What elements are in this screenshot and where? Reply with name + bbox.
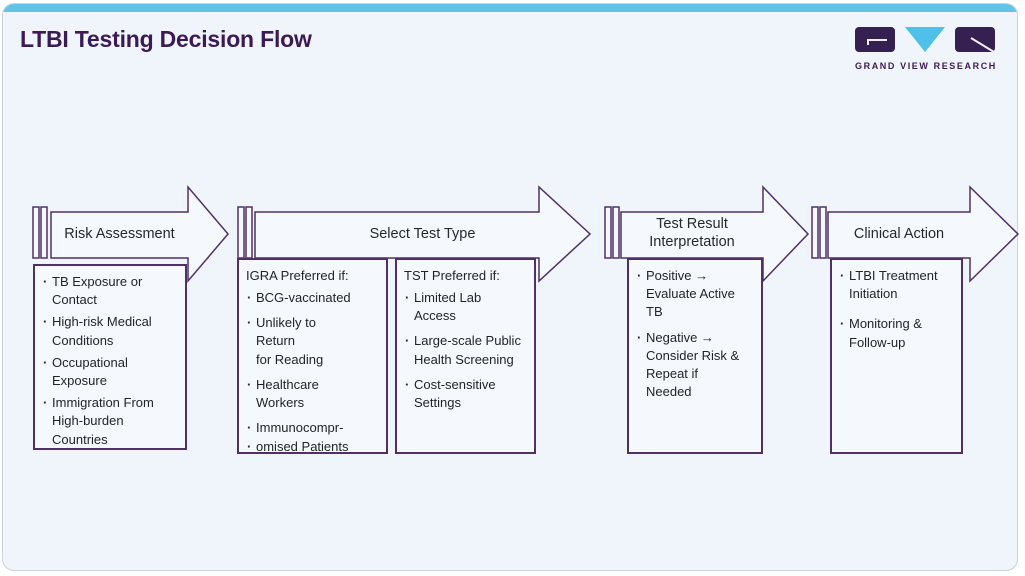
stage3-bar-icon xyxy=(604,206,612,259)
tst-list: Limited Lab Access Large-scale Public He… xyxy=(403,289,530,412)
list-item: Monitoring & Follow-up xyxy=(838,315,957,351)
list-item: Cost-sensitive Settings xyxy=(403,376,530,412)
list-item: Positive → Evaluate Active TB xyxy=(635,267,757,322)
stage1-bar-icon xyxy=(40,206,48,259)
list-item: Large-scale Public Health Screening xyxy=(403,332,530,368)
stage2-bar-icon xyxy=(237,206,245,259)
tst-preferred-box: TST Preferred if: Limited Lab Access Lar… xyxy=(395,258,536,454)
list-item: omised Patients xyxy=(245,438,382,456)
clinical-action-box: LTBI Treatment Initiation Monitoring & F… xyxy=(830,258,963,454)
grand-view-research-logo: GRAND VIEW RESEARCH xyxy=(855,27,995,71)
stage4-bar-icon xyxy=(811,206,819,259)
stage1-bar-icon xyxy=(32,206,40,259)
clinical-action-list: LTBI Treatment Initiation Monitoring & F… xyxy=(838,267,957,352)
list-item: TB Exposure or Contact xyxy=(41,273,181,309)
stage2-bar-icon xyxy=(245,206,253,259)
stage-label-risk-assessment: Risk Assessment xyxy=(64,226,175,243)
igra-preferred-box: IGRA Preferred if: BCG-vaccinated Unlike… xyxy=(237,258,388,457)
list-item: High-risk Medical Conditions xyxy=(41,313,181,349)
top-accent-bar xyxy=(3,4,1017,12)
list-item: Immigration From High-burden Countries xyxy=(41,394,181,449)
list-item: Unlikely to Return for Reading xyxy=(245,314,382,369)
list-item: Occupational Exposure xyxy=(41,354,181,390)
igra-box-header: IGRA Preferred if: xyxy=(246,268,349,283)
logo-wordmark: GRAND VIEW RESEARCH xyxy=(855,61,997,71)
risk-assessment-box: TB Exposure or Contact High-risk Medical… xyxy=(33,264,187,450)
stage3-bar-icon xyxy=(612,206,620,259)
stage4-bar-icon xyxy=(819,206,827,259)
stage-label-clinical-action: Clinical Action xyxy=(853,226,945,243)
list-item: Healthcare Workers xyxy=(245,376,382,412)
list-item: BCG-vaccinated xyxy=(245,289,382,307)
tst-box-header: TST Preferred if: xyxy=(404,268,500,283)
risk-assessment-list: TB Exposure or Contact High-risk Medical… xyxy=(41,273,181,449)
stage-label-select-test-type: Select Test Type xyxy=(369,226,476,243)
gvr-logo-icon xyxy=(855,27,995,53)
stage-label-test-result-interpretation: Test Result Interpretation xyxy=(649,216,735,250)
list-item: Negative → Consider Risk & Repeat if Nee… xyxy=(635,329,757,402)
stage1-arrow-shape xyxy=(50,184,229,284)
list-item: Limited Lab Access xyxy=(403,289,530,325)
list-item: Immunocompr- xyxy=(245,419,382,437)
list-item: LTBI Treatment Initiation xyxy=(838,267,957,303)
page-title: LTBI Testing Decision Flow xyxy=(20,26,312,52)
test-result-list: Positive → Evaluate Active TB Negative →… xyxy=(635,267,757,401)
test-result-interpretation-box: Positive → Evaluate Active TB Negative →… xyxy=(627,258,763,454)
igra-list: BCG-vaccinated Unlikely to Return for Re… xyxy=(245,289,382,457)
